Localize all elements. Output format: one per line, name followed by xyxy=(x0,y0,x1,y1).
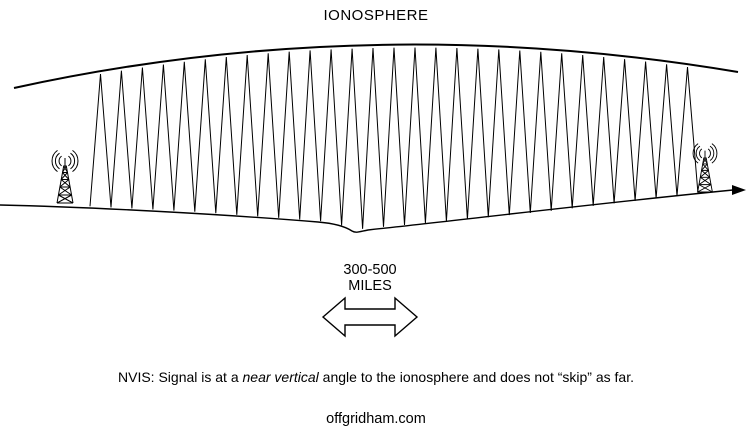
distance-unit: MILES xyxy=(348,278,392,295)
ground-line xyxy=(0,189,734,233)
caption-italic-phrase: near vertical xyxy=(242,369,319,385)
site-credit: offgridham.com xyxy=(326,411,426,427)
distance-label: 300-500 MILES xyxy=(310,262,430,294)
signal-zigzag xyxy=(89,47,699,229)
ground-arrowhead-icon xyxy=(732,185,746,195)
caption-suffix: angle to the ionosphere and does not “sk… xyxy=(318,369,634,385)
diagram-caption: NVIS: Signal is at a near vertical angle… xyxy=(0,369,752,385)
radio-tower-left-icon xyxy=(51,149,79,204)
caption-prefix: NVIS: Signal is at a xyxy=(118,369,243,385)
radio-tower-right-icon xyxy=(692,143,718,193)
ionosphere-label: IONOSPHERE xyxy=(323,7,429,24)
double-headed-arrow-icon xyxy=(321,296,419,338)
ionosphere-arc xyxy=(13,43,739,89)
distance-range: 300-500 xyxy=(343,262,397,278)
